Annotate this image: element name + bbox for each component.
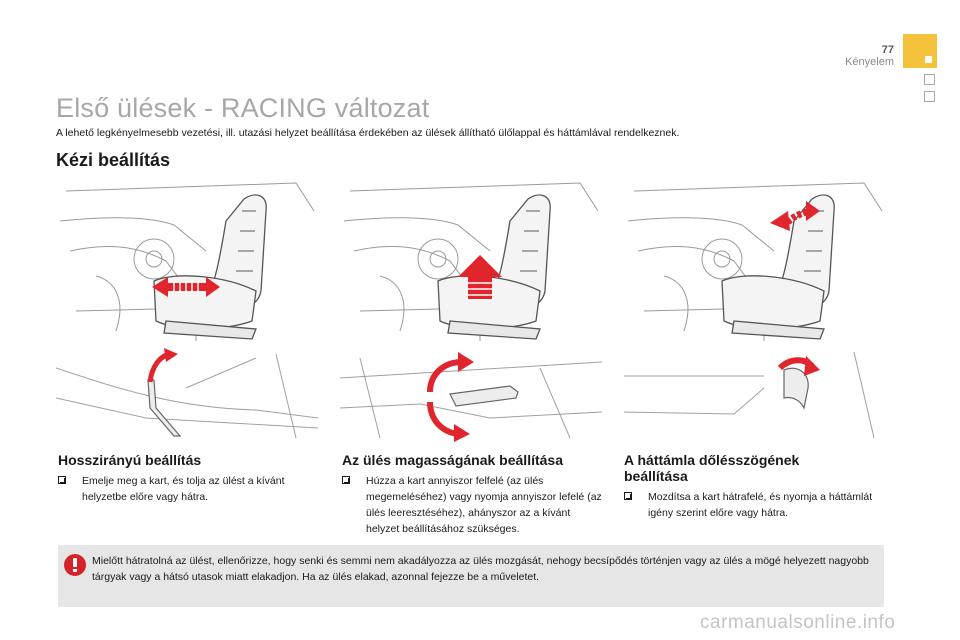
watermark: carmanualsonline.info [700, 612, 896, 633]
section-subtitle: Kézi beállítás [56, 150, 171, 170]
seat-backrest-illustration [624, 181, 886, 349]
page-title: Első ülések - RACING változat [56, 93, 430, 123]
instruction-item: Emelje meg a kart, és tolja az ülést a k… [58, 473, 322, 505]
column-heading: Az ülés magasságának beállítása [342, 452, 563, 468]
checkbox-icon [58, 476, 66, 484]
chapter-tab[interactable] [924, 91, 935, 102]
checkbox-icon [624, 492, 632, 500]
instruction-item: Mozdítsa a kart hátrafelé, és nyomja a h… [624, 489, 874, 521]
checkbox-icon [342, 476, 350, 484]
seat-slide-illustration [56, 181, 318, 349]
page-number: 77 [881, 44, 894, 56]
column-heading: A háttámla dőlésszögének beállítása [624, 452, 800, 484]
seat-height-illustration [340, 181, 602, 349]
instruction-item: Húzza a kart annyiszor felfelé (az ülés … [342, 473, 606, 537]
intro-text: A lehető legkényelmesebb vezetési, ill. … [56, 127, 680, 139]
column-heading: Hosszirányú beállítás [58, 452, 202, 468]
backrest-lever-illustration [624, 348, 886, 442]
slide-lever-illustration [56, 348, 318, 442]
warning-box: Mielőtt hátratolná az ülést, ellenőrizze… [58, 545, 884, 607]
section-name: Kényelem [845, 56, 894, 68]
tab-marker-icon [925, 56, 932, 63]
chapter-tab-active[interactable] [903, 34, 937, 68]
chapter-tab[interactable] [924, 74, 935, 85]
height-lever-illustration [340, 348, 602, 442]
warning-text: Mielőtt hátratolná az ülést, ellenőrizze… [92, 555, 869, 583]
warning-icon [64, 554, 86, 576]
